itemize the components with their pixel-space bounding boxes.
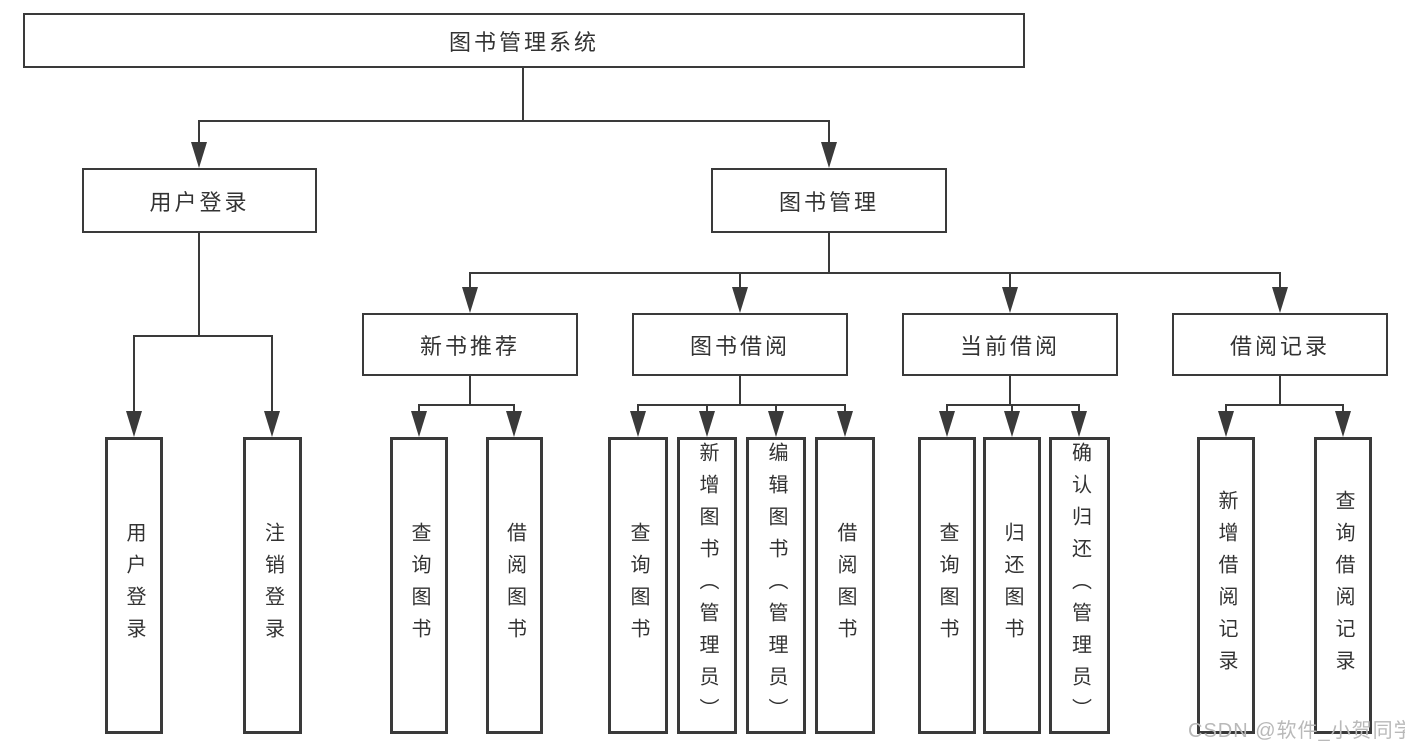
node-new-books: 新书推荐: [362, 313, 578, 376]
node-label: 新增图书（管理员）: [696, 441, 718, 730]
node-label: 用户登录: [149, 189, 250, 215]
node-label: 确认归还（管理员）: [1068, 441, 1091, 730]
connector-stub-line: [739, 272, 741, 289]
node-cb-confirm-return: 确认归还（管理员）: [1049, 437, 1110, 734]
connector-branch-line: [198, 120, 830, 122]
node-bb-edit-books: 编辑图书（管理员）: [746, 437, 806, 734]
connector-trunk-line: [198, 233, 200, 337]
node-label: 借阅图书: [834, 521, 856, 650]
connector-branch-line: [469, 272, 1281, 274]
arrow-down-icon: [630, 411, 646, 437]
connector-stub-line: [513, 404, 515, 413]
connector-stub-line: [1009, 272, 1011, 289]
connector-stub-line: [844, 404, 846, 413]
arrow-down-icon: [837, 411, 853, 437]
connector-stub-line: [133, 335, 135, 413]
node-label: 查询图书: [936, 521, 958, 650]
connector-stub-line: [271, 335, 273, 413]
connector-trunk-line: [1009, 376, 1011, 406]
node-br-query-record: 查询借阅记录: [1314, 437, 1372, 734]
arrow-down-icon: [1335, 411, 1351, 437]
node-label: 编辑图书（管理员）: [765, 441, 787, 730]
node-label: 当前借阅: [959, 333, 1060, 359]
node-cb-return-books: 归还图书: [983, 437, 1041, 734]
connector-stub-line: [706, 404, 708, 413]
connector-stub-line: [198, 120, 200, 144]
arrow-down-icon: [462, 287, 478, 313]
node-root: 图书管理系统: [23, 13, 1025, 68]
node-label: 用户登录: [123, 521, 145, 650]
node-label: 图书借阅: [689, 333, 790, 359]
arrow-down-icon: [821, 142, 837, 168]
connector-branch-line: [133, 335, 273, 337]
node-label: 新书推荐: [419, 333, 520, 359]
connector-branch-line: [946, 404, 1080, 406]
arrow-down-icon: [506, 411, 522, 437]
node-nb-query-books: 查询图书: [390, 437, 448, 734]
connector-branch-line: [418, 404, 515, 406]
connector-stub-line: [418, 404, 420, 413]
connector-stub-line: [775, 404, 777, 413]
connector-stub-line: [1011, 404, 1013, 413]
connector-stub-line: [1225, 404, 1227, 413]
connector-stub-line: [469, 272, 471, 289]
node-label: 查询图书: [408, 521, 430, 650]
node-logout: 注销登录: [243, 437, 302, 734]
connector-stub-line: [946, 404, 948, 413]
node-book-mgmt: 图书管理: [711, 168, 947, 233]
connector-stub-line: [828, 120, 830, 144]
node-nb-borrow-books: 借阅图书: [486, 437, 543, 734]
connector-stub-line: [1279, 272, 1281, 289]
node-label: 新增借阅记录: [1215, 489, 1237, 682]
node-bb-query-books: 查询图书: [608, 437, 668, 734]
connector-trunk-line: [828, 233, 830, 274]
connector-branch-line: [1225, 404, 1344, 406]
node-label: 查询图书: [627, 521, 649, 650]
connector-branch-line: [637, 404, 846, 406]
node-current-borrow: 当前借阅: [902, 313, 1118, 376]
node-label: 图书管理: [778, 189, 879, 215]
node-label: 注销登录: [261, 521, 284, 650]
node-cb-query-books: 查询图书: [918, 437, 976, 734]
node-user-login: 用户登录: [82, 168, 317, 233]
arrow-down-icon: [1004, 411, 1020, 437]
node-label: 图书管理系统: [448, 29, 599, 55]
connector-stub-line: [637, 404, 639, 413]
node-login: 用户登录: [105, 437, 163, 734]
node-borrow-records: 借阅记录: [1172, 313, 1388, 376]
arrow-down-icon: [1071, 411, 1087, 437]
arrow-down-icon: [1272, 287, 1288, 313]
node-bb-add-books: 新增图书（管理员）: [677, 437, 737, 734]
arrow-down-icon: [411, 411, 427, 437]
arrow-down-icon: [126, 411, 142, 437]
node-label: 归还图书: [1001, 521, 1023, 650]
connector-trunk-line: [522, 68, 524, 122]
arrow-down-icon: [1218, 411, 1234, 437]
arrow-down-icon: [939, 411, 955, 437]
connector-trunk-line: [739, 376, 741, 406]
connector-stub-line: [1078, 404, 1080, 413]
node-label: 借阅图书: [503, 521, 526, 650]
connector-trunk-line: [1279, 376, 1281, 406]
connector-trunk-line: [469, 376, 471, 406]
node-label: 借阅记录: [1229, 333, 1330, 359]
arrow-down-icon: [699, 411, 715, 437]
arrow-down-icon: [264, 411, 280, 437]
arrow-down-icon: [191, 142, 207, 168]
node-book-borrow: 图书借阅: [632, 313, 848, 376]
connector-stub-line: [1342, 404, 1344, 413]
watermark: CSDN @软件_小贺同学: [1188, 720, 1405, 742]
node-bb-borrow-books: 借阅图书: [815, 437, 875, 734]
node-br-add-record: 新增借阅记录: [1197, 437, 1255, 734]
arrow-down-icon: [1002, 287, 1018, 313]
arrow-down-icon: [768, 411, 784, 437]
node-label: 查询借阅记录: [1332, 489, 1354, 682]
arrow-down-icon: [732, 287, 748, 313]
